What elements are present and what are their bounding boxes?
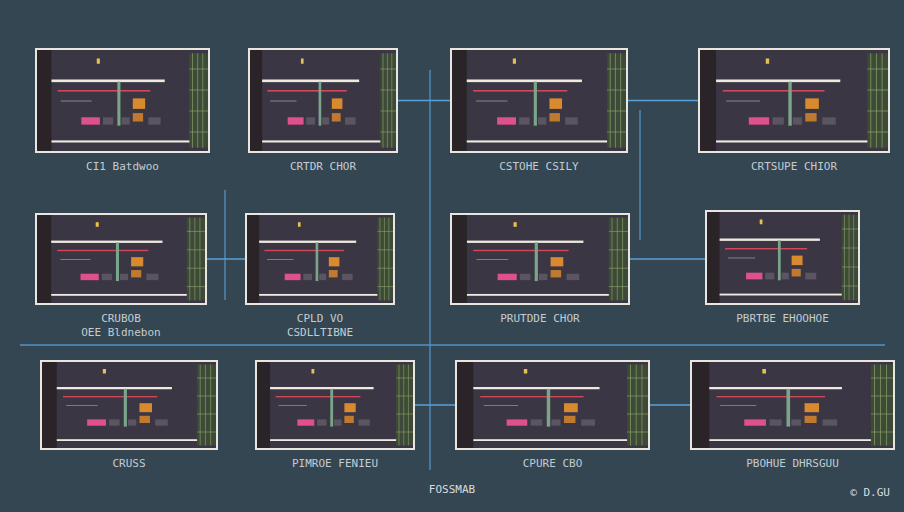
caption-text: CRTSUPE CHIOR (748, 160, 840, 174)
caption-line: CRTDR CHOR (240, 160, 406, 174)
caption-text: CRUSS (109, 457, 148, 471)
caption-text: PBRTBE EHOOHOE (733, 312, 832, 326)
caption-text: CPLD VO (294, 312, 346, 326)
connector-line (630, 259, 705, 260)
caption-text: CSDLLTIBNE (284, 326, 356, 340)
caption-text: CSTOHE CSILY (496, 160, 581, 174)
note-label: © D.GU (847, 486, 893, 499)
caption-line: CPURE CBO (447, 457, 658, 471)
connector-line (415, 405, 455, 406)
caption-text: PRUTDDE CHOR (497, 312, 582, 326)
caption-line: CRUBOB (27, 312, 215, 326)
caption-line: CRUSS (32, 457, 226, 471)
screen-panel: CRUSS (40, 360, 218, 450)
screen-panel: CI1 Batdwoo (35, 48, 210, 153)
panel-caption: PRUTDDE CHOR (442, 312, 638, 326)
connector-line (650, 405, 690, 406)
panel-caption: CPURE CBO (447, 457, 658, 471)
screen-panel: PRUTDDE CHOR (450, 213, 630, 305)
panel-caption: CRUSS (32, 457, 226, 471)
caption-line: CPLD VO (237, 312, 403, 326)
panel-caption: PIMROE FENIEU (247, 457, 423, 471)
caption-text: CPURE CBO (520, 457, 586, 471)
screen-panel: CPLD VOCSDLLTIBNE (245, 213, 395, 305)
caption-line: CSDLLTIBNE (237, 326, 403, 340)
panel-caption: CSTOHE CSILY (442, 160, 636, 174)
screen-panel: CPURE CBO (455, 360, 650, 450)
caption-text: CRUBOB (98, 312, 144, 326)
screen-panel: CRTDR CHOR (248, 48, 398, 153)
panel-caption: CRTDR CHOR (240, 160, 406, 174)
caption-line: PBRTBE EHOOHOE (697, 312, 868, 326)
panel-caption: CRUBOBOEE Bldnebon (27, 312, 215, 340)
caption-line: CI1 Batdwoo (27, 160, 218, 174)
panel-caption: PBRTBE EHOOHOE (697, 312, 868, 326)
panel-caption: CRTSUPE CHIOR (690, 160, 898, 174)
connector-line (628, 100, 698, 101)
connector-line (398, 100, 450, 101)
panel-caption: CPLD VOCSDLLTIBNE (237, 312, 403, 340)
caption-line: PIMROE FENIEU (247, 457, 423, 471)
caption-line: OEE Bldnebon (27, 326, 215, 340)
caption-line: CSTOHE CSILY (442, 160, 636, 174)
caption-text: PBOHUE DHRSGUU (743, 457, 842, 471)
caption-line: PBOHUE DHRSGUU (682, 457, 903, 471)
screen-panel: PBOHUE DHRSGUU (690, 360, 895, 450)
screen-panel: CRUBOBOEE Bldnebon (35, 213, 207, 305)
screen-panel: PBRTBE EHOOHOE (705, 210, 860, 305)
screen-panel: PIMROE FENIEU (255, 360, 415, 450)
panel-caption: CI1 Batdwoo (27, 160, 218, 174)
caption-text: CI1 Batdwoo (83, 160, 162, 174)
caption-line: CRTSUPE CHIOR (690, 160, 898, 174)
panel-caption: PBOHUE DHRSGUU (682, 457, 903, 471)
screen-panel: CSTOHE CSILY (450, 48, 628, 153)
screen-panel: CRTSUPE CHIOR (698, 48, 890, 153)
caption-text: PIMROE FENIEU (289, 457, 381, 471)
caption-text: CRTDR CHOR (287, 160, 359, 174)
note-label: FOSSMAB (426, 483, 478, 496)
caption-line: PRUTDDE CHOR (442, 312, 638, 326)
caption-text: OEE Bldnebon (78, 326, 163, 340)
connector-line (207, 259, 245, 260)
